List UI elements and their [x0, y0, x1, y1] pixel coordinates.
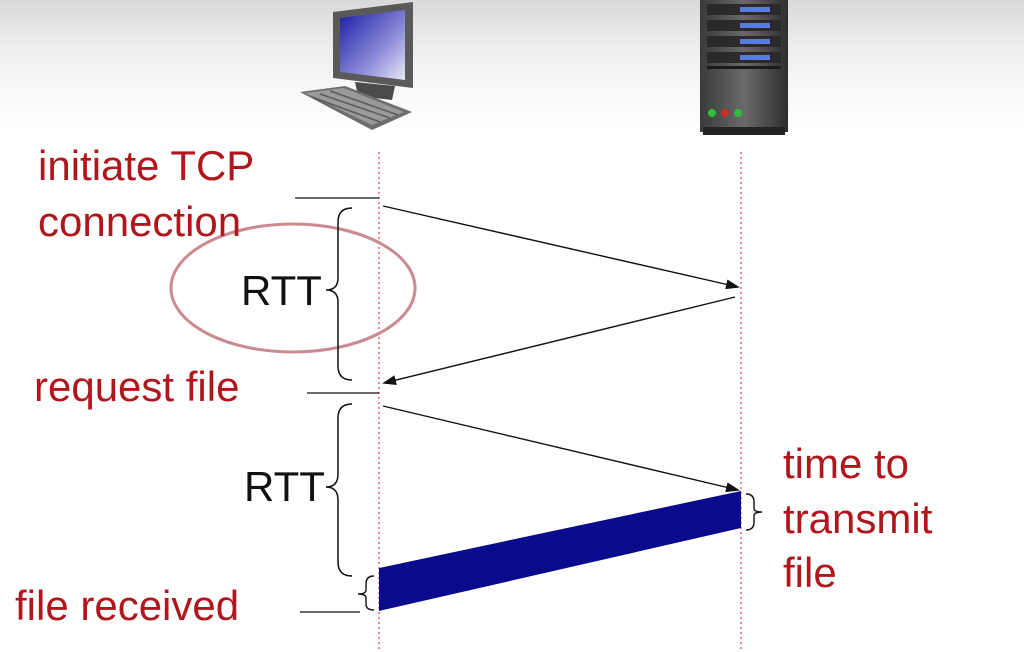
file-received-brace: [357, 575, 375, 611]
file-received-label: file received: [15, 582, 240, 629]
rtt-brace-2: [325, 403, 353, 577]
rtt-brace-1: [325, 207, 353, 381]
request-file-label: request file: [34, 363, 240, 410]
synack-arrow: [382, 296, 736, 386]
initiate-tcp-label: initiate TCP: [38, 142, 255, 189]
file-transmit-block: [379, 491, 741, 611]
connection-label: connection: [38, 198, 242, 245]
syn-arrow: [382, 205, 740, 290]
desktop-computer-icon: [300, 2, 413, 130]
time-to-label: time to: [783, 440, 910, 487]
rtt-highlight-circle: [169, 222, 417, 354]
rtt-label-1: RTT: [241, 267, 322, 314]
transmit-brace: [745, 493, 763, 531]
request-arrow: [382, 405, 740, 493]
file-label: file: [783, 549, 837, 596]
server-tower-icon: [700, 0, 788, 135]
transmit-label: transmit: [783, 495, 933, 542]
rtt-label-2: RTT: [244, 463, 325, 510]
